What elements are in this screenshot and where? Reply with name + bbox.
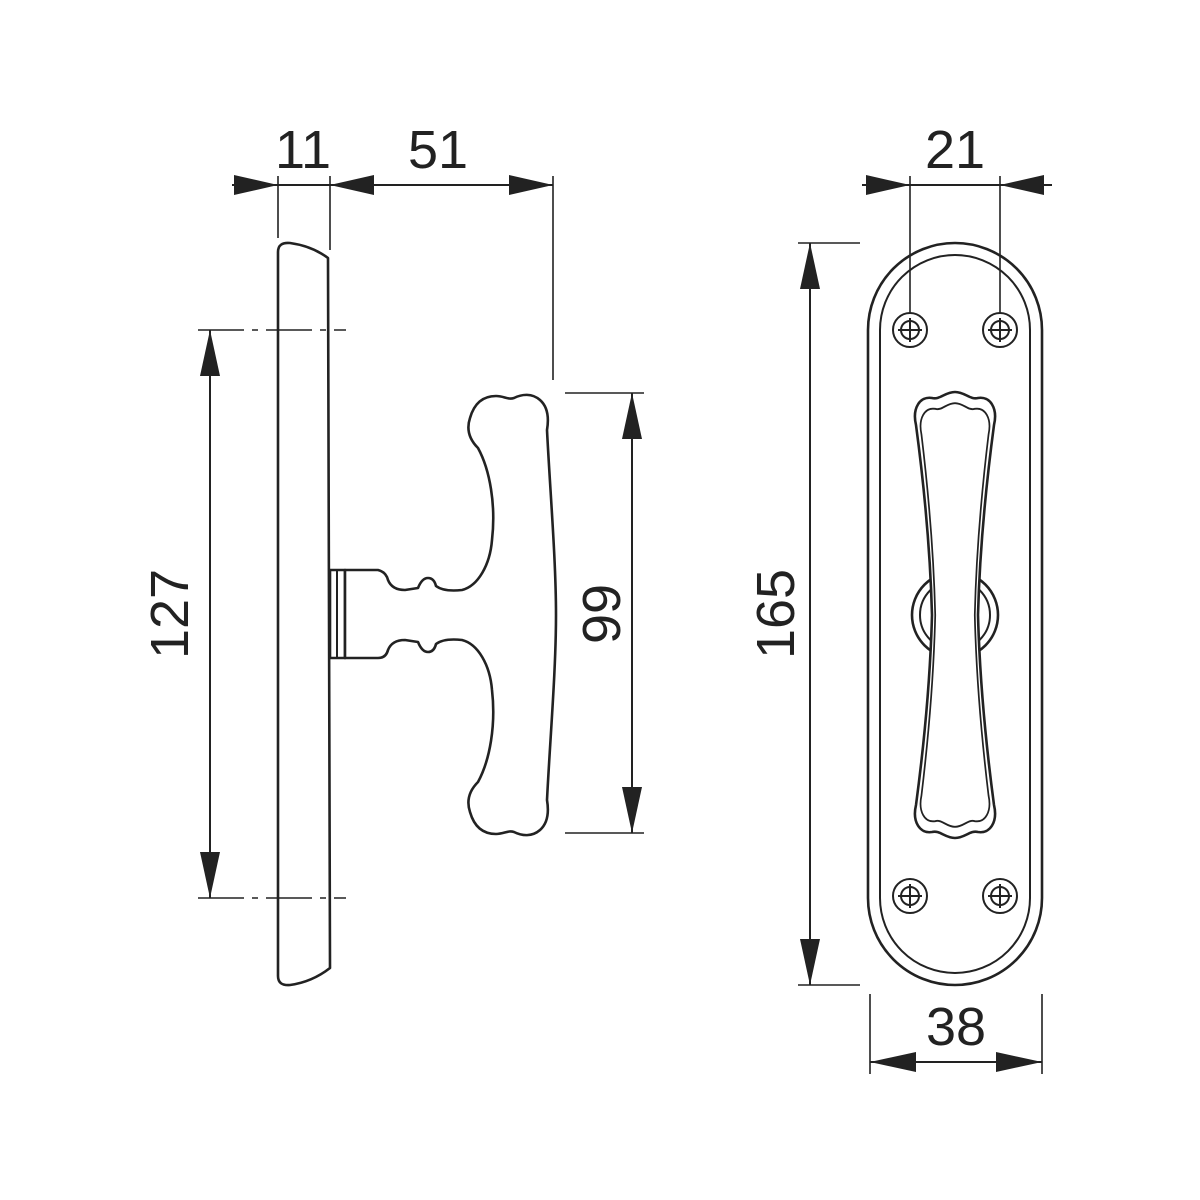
arrowhead bbox=[996, 1052, 1042, 1072]
dimension-plate-height: 165 bbox=[746, 242, 860, 986]
dimension-label-fixing-distance: 127 bbox=[140, 569, 200, 659]
screw-top-right bbox=[982, 312, 1018, 348]
dimension-fixing-distance: 127 bbox=[140, 329, 346, 899]
screw-bottom-right bbox=[982, 878, 1018, 914]
dimension-handle-length: 99 bbox=[565, 392, 644, 834]
arrowhead bbox=[866, 175, 910, 195]
front-handle bbox=[913, 390, 997, 840]
dimension-label-handle-projection: 51 bbox=[408, 120, 468, 180]
arrowhead bbox=[234, 175, 278, 195]
dimension-label-plate-height: 165 bbox=[746, 569, 806, 659]
arrowhead bbox=[509, 175, 553, 195]
arrowhead bbox=[622, 787, 642, 833]
side-plate bbox=[276, 241, 332, 987]
arrowhead bbox=[622, 393, 642, 439]
dimension-label-plate-depth: 11 bbox=[275, 120, 331, 180]
screw-bottom-left bbox=[892, 878, 928, 914]
arrowhead bbox=[330, 175, 374, 195]
arrowhead bbox=[200, 330, 220, 376]
dimension-handle-projection: 51 bbox=[408, 120, 554, 380]
screw-head bbox=[892, 878, 928, 914]
side-handle bbox=[343, 393, 558, 837]
dimension-plate-depth: 11 bbox=[232, 120, 553, 250]
side-view: 11 51 127 99 bbox=[140, 120, 644, 987]
dimension-label-plate-width: 38 bbox=[926, 997, 986, 1057]
screw-top-left bbox=[892, 312, 928, 348]
arrowhead bbox=[200, 852, 220, 898]
front-plate-inner-edge bbox=[879, 254, 1031, 974]
front-view: 21 165 38 bbox=[746, 120, 1052, 1074]
dimension-plate-width: 38 bbox=[869, 994, 1043, 1074]
dimension-label-screw-spacing: 21 bbox=[925, 120, 985, 180]
dimension-label-handle-length: 99 bbox=[572, 584, 632, 644]
arrowhead bbox=[800, 939, 820, 985]
front-handle-inner-edge bbox=[919, 402, 991, 828]
arrowhead bbox=[1000, 175, 1044, 195]
arrowhead bbox=[800, 243, 820, 289]
dimension-screw-spacing: 21 bbox=[862, 120, 1052, 313]
screw-head bbox=[982, 878, 1018, 914]
arrowhead bbox=[870, 1052, 916, 1072]
